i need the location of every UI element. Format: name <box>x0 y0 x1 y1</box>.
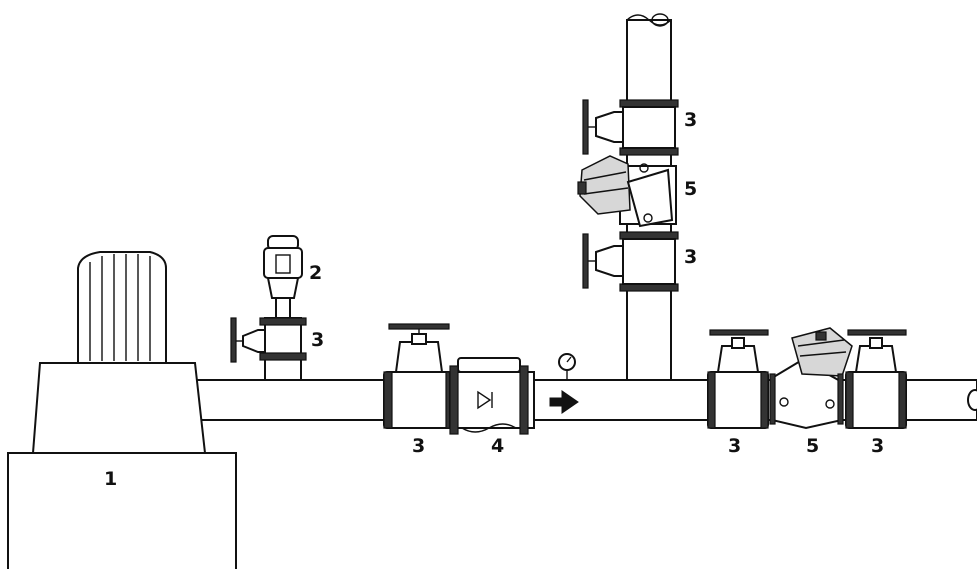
gate-valve-riser-upper <box>582 99 679 156</box>
gate-valve-main-2 <box>707 329 769 429</box>
gauge-icon <box>558 353 576 380</box>
pump <box>7 251 237 574</box>
label-check-valve: 4 <box>491 435 505 457</box>
label-gate-valve-riser-lower: 3 <box>684 246 698 268</box>
gate-valve-riser-lower <box>582 231 679 292</box>
label-gate-valve-riser-left: 3 <box>311 329 325 351</box>
label-gate-valve-main-1: 3 <box>412 435 426 457</box>
gate-valve-main-3 <box>845 329 907 429</box>
gate-valve-on-riser-left <box>230 317 307 381</box>
label-air-release-valve: 2 <box>309 262 323 284</box>
label-gate-valve-riser-upper: 3 <box>684 109 698 131</box>
gate-valve-main-1 <box>383 323 455 429</box>
label-gate-valve-main-2: 3 <box>728 435 742 457</box>
label-pump: 1 <box>104 468 118 490</box>
label-control-valve-riser: 5 <box>684 178 698 200</box>
check-valve <box>449 357 535 435</box>
control-valve-main <box>769 327 853 430</box>
label-gate-valve-main-3: 3 <box>871 435 885 457</box>
air-release-valve <box>263 235 303 319</box>
arrow-right-icon <box>549 390 579 414</box>
label-control-valve-main: 5 <box>806 435 820 457</box>
control-valve-riser <box>577 155 677 228</box>
